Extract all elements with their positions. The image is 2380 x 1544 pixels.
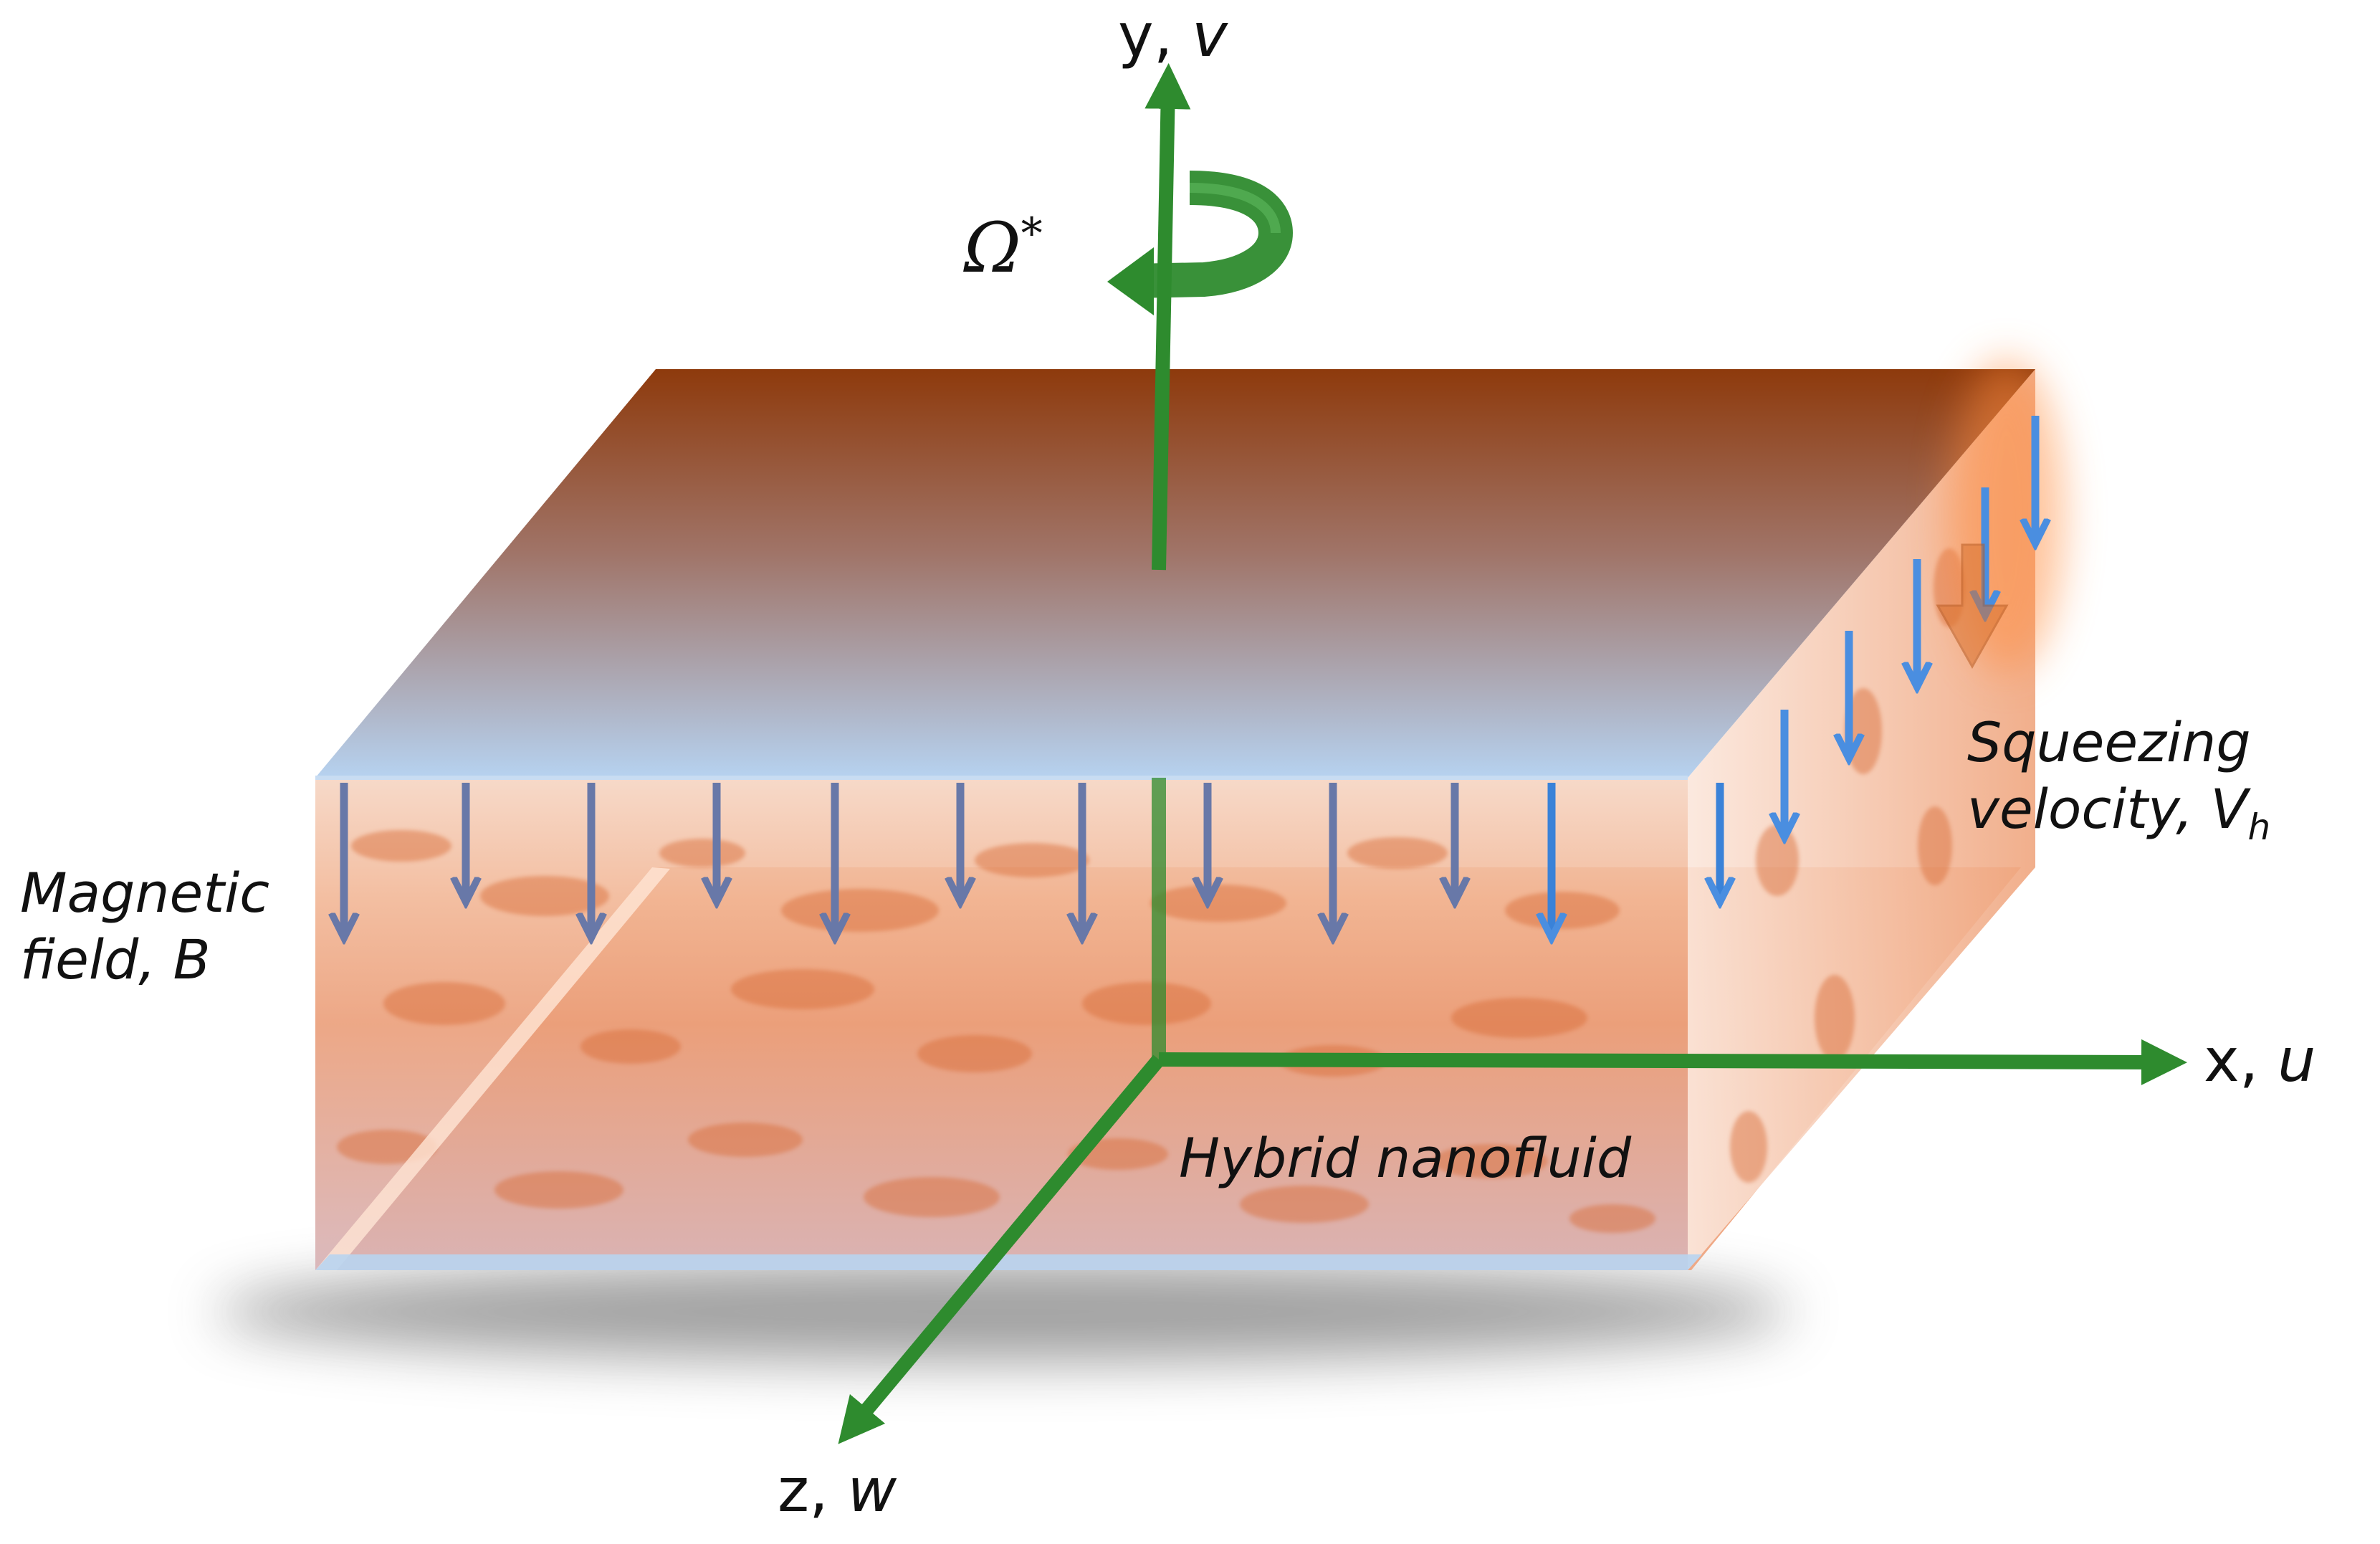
magnetic-field-arrows bbox=[344, 783, 1720, 932]
squeezing-velocity-arrows bbox=[1784, 416, 2035, 831]
y-axis-name: y, bbox=[1118, 0, 1193, 70]
x-axis-name: x, bbox=[2204, 1025, 2278, 1095]
y-axis-upper bbox=[1144, 63, 1191, 571]
ground-shadow bbox=[215, 1262, 1792, 1362]
squeeze-velocity-big-arrow-icon bbox=[1936, 543, 2009, 669]
squeezing-velocity-label: Squeezing velocity, Vh bbox=[1967, 710, 2270, 849]
top-plate bbox=[315, 369, 2035, 778]
rotation-curved-arrow-icon bbox=[1107, 171, 1294, 315]
hybrid-nanofluid-text: Hybrid nanofluid bbox=[1179, 1126, 1632, 1190]
magnetic-field-line2: field, B bbox=[20, 927, 211, 991]
z-axis-name: z, bbox=[778, 1455, 848, 1525]
z-axis-var: w bbox=[847, 1455, 897, 1525]
x-axis-var: u bbox=[2278, 1025, 2316, 1095]
slab-inner-edge bbox=[315, 867, 670, 1270]
rotation-label: Ω* bbox=[964, 208, 1043, 288]
y-axis-var: v bbox=[1192, 0, 1228, 70]
squeezing-line1: Squeezing bbox=[1967, 710, 2251, 774]
hybrid-nanofluid-label: Hybrid nanofluid bbox=[1179, 1125, 1631, 1192]
x-axis-label: x, u bbox=[2204, 1025, 2316, 1095]
magnetic-field-line1: Magnetic bbox=[20, 861, 270, 925]
squeezing-line2: velocity, V bbox=[1967, 776, 2248, 841]
x-axis bbox=[1158, 1039, 2187, 1085]
omega-superscript: * bbox=[1021, 209, 1043, 259]
omega-symbol: Ω bbox=[964, 208, 1021, 288]
z-axis bbox=[838, 1054, 1165, 1444]
z-axis-label: z, w bbox=[778, 1455, 897, 1525]
squeezing-subscript: h bbox=[2247, 806, 2271, 848]
y-axis-label: y, v bbox=[1118, 0, 1228, 70]
magnetic-field-label: Magnetic field, B bbox=[20, 860, 269, 993]
bottom-plate bbox=[315, 1254, 1702, 1270]
